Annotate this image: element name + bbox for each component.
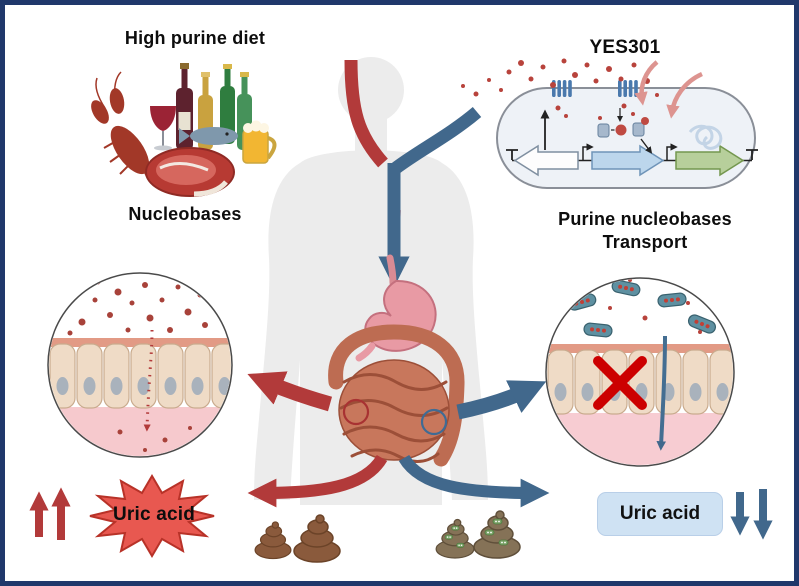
absorption-arrow	[143, 329, 154, 432]
feces-bacteria-icon	[435, 518, 475, 559]
intestine-icon	[328, 324, 465, 467]
absorption-flow-arrow	[247, 371, 333, 412]
gene-arrow-icon	[513, 144, 579, 177]
import-arrows	[634, 60, 703, 119]
nucleobases-label: Nucleobases	[128, 204, 242, 224]
transport-flow-arrow	[456, 380, 547, 420]
uric-acid-starburst	[89, 474, 215, 558]
fish-icon	[179, 127, 238, 145]
feces-icon	[293, 514, 341, 563]
yes301-flow-arrow	[392, 107, 482, 174]
intestine-site-blue-ring	[420, 408, 448, 436]
purine-transport-label: Purine nucleobases Transport	[540, 208, 750, 253]
secretion-arrow	[656, 335, 667, 451]
gene-arrow-icon	[675, 144, 745, 177]
uric-acid-decrease-label: Uric acid	[619, 503, 701, 524]
uric-acid-decrease-arrows	[730, 489, 773, 540]
mucosa-region	[547, 413, 733, 465]
beer-mug-icon	[242, 120, 277, 164]
promoter-icon	[582, 143, 594, 160]
purine-dots	[461, 58, 659, 120]
beer-bottle-icon	[220, 64, 252, 150]
intestine-site-red-ring	[342, 398, 370, 426]
purine-transport-line1: Purine nucleobases	[558, 209, 732, 229]
steak-icon	[145, 147, 235, 197]
promoter-icon	[666, 143, 678, 160]
red-x-icon	[593, 356, 647, 410]
yes301-cell-diagram	[461, 58, 758, 189]
left-inset-circle	[47, 272, 233, 458]
figure-artwork	[29, 57, 773, 563]
purine-transport-line2: Transport	[602, 231, 688, 252]
excretion-arrow	[398, 454, 550, 508]
yes301-label: YES301	[589, 37, 661, 58]
feces-icon	[254, 521, 292, 560]
transcription-factor-icon	[597, 108, 653, 154]
terminator-icon	[746, 149, 758, 160]
gene-operon	[506, 108, 758, 177]
right-inset-circle	[545, 277, 735, 467]
uric-acid-box: Uric acid	[597, 492, 723, 536]
wine-glass-icon	[150, 106, 176, 151]
uric-acid-left-arrow	[247, 454, 388, 508]
brush-border	[547, 344, 733, 353]
terminator-icon	[506, 149, 518, 160]
food-illustration	[91, 63, 277, 197]
protein-blob	[688, 124, 723, 150]
mucosa-region	[49, 407, 231, 456]
diet-flow-arrow	[344, 59, 388, 168]
high-purine-diet-label: High purine diet	[124, 28, 266, 48]
brush-border	[49, 338, 231, 347]
uric-acid-increase-label: Uric acid	[112, 504, 196, 525]
feces-bacteria-icon	[473, 510, 521, 559]
epithelium-cells	[49, 343, 231, 409]
uric-acid-increase-arrows	[29, 487, 71, 540]
